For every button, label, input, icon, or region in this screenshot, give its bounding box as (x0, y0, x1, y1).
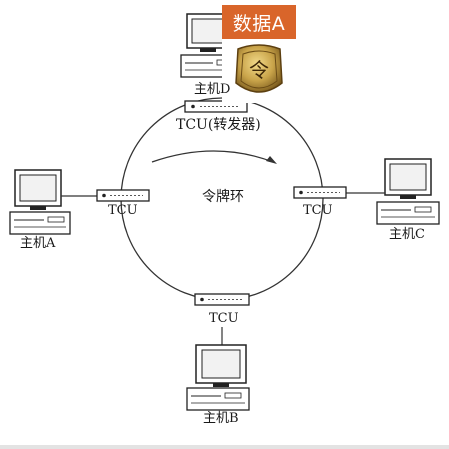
tcu-top (184, 100, 248, 113)
token-image: 令 (222, 39, 296, 103)
tcu-right (293, 186, 347, 199)
host-a-label: 主机A (20, 236, 56, 251)
data-a-badge: 数据A (222, 5, 296, 39)
tcu-bottom (194, 293, 250, 306)
tcu-left (96, 189, 150, 202)
tcu-right-label: TCU (303, 203, 333, 218)
ring-direction-arrow (151, 150, 274, 163)
tcu-bottom-label: TCU (209, 311, 239, 326)
ring-label: 令牌环 (202, 189, 244, 205)
host-c-label: 主机C (389, 227, 425, 242)
data-a-badge-text: 数据A (232, 12, 286, 35)
ring-direction-arrowhead (266, 156, 277, 164)
bottom-divider (0, 445, 449, 449)
host-b-computer (186, 344, 250, 411)
token-glyph: 令 (249, 58, 269, 82)
tcu-top-label: TCU(转发器) (176, 117, 261, 133)
host-c-computer (376, 158, 440, 225)
host-d-label: 主机D (194, 82, 231, 97)
host-b-label: 主机B (203, 411, 239, 426)
token-icon: 令 (235, 44, 283, 93)
host-a-computer (9, 169, 71, 235)
tcu-left-label: TCU (108, 203, 138, 218)
